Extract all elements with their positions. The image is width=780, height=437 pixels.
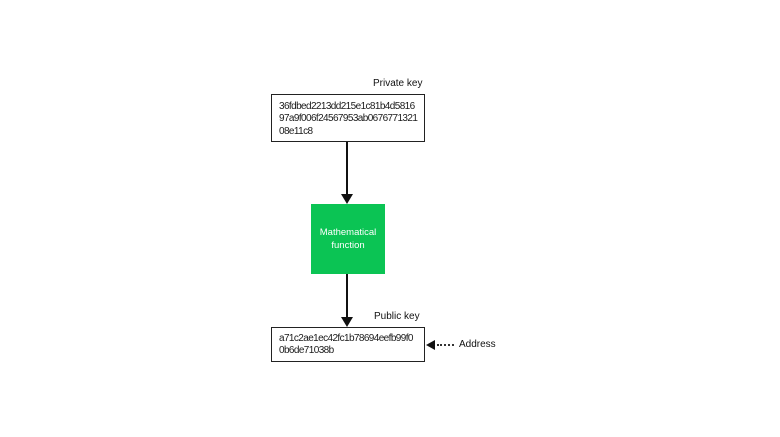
address-label: Address [459, 339, 496, 350]
function-to-publickey-arrowhead-icon [341, 317, 353, 327]
private-key-value-line: 97a9f006f24567953ab0676771321 [279, 113, 418, 125]
mathematical-function-box: Mathematical function [311, 204, 385, 274]
private-key-label: Private key [373, 78, 423, 89]
address-dotted-line [437, 344, 454, 346]
private-key-value-line: 36fdbed2213dd215e1c81b4d5816 [279, 101, 415, 112]
privatekey-to-function-arrowhead-icon [341, 194, 353, 204]
private-key-box: 36fdbed2213dd215e1c81b4d5816 97a9f006f24… [271, 94, 425, 142]
public-key-value-line: a71c2ae1ec42fc1b78694eefb99f0 [279, 333, 413, 344]
mathematical-function-label: Mathematical function [319, 227, 377, 251]
function-to-publickey-arrow-line [346, 274, 348, 318]
public-key-label: Public key [374, 311, 420, 322]
privatekey-to-function-arrow-line [346, 142, 348, 195]
public-key-value-line: 0b6de71038b [279, 345, 334, 357]
private-key-value-line: 08e11c8 [279, 125, 313, 137]
public-key-box: a71c2ae1ec42fc1b78694eefb99f0 0b6de71038… [271, 327, 425, 362]
address-arrowhead-icon [426, 340, 435, 350]
